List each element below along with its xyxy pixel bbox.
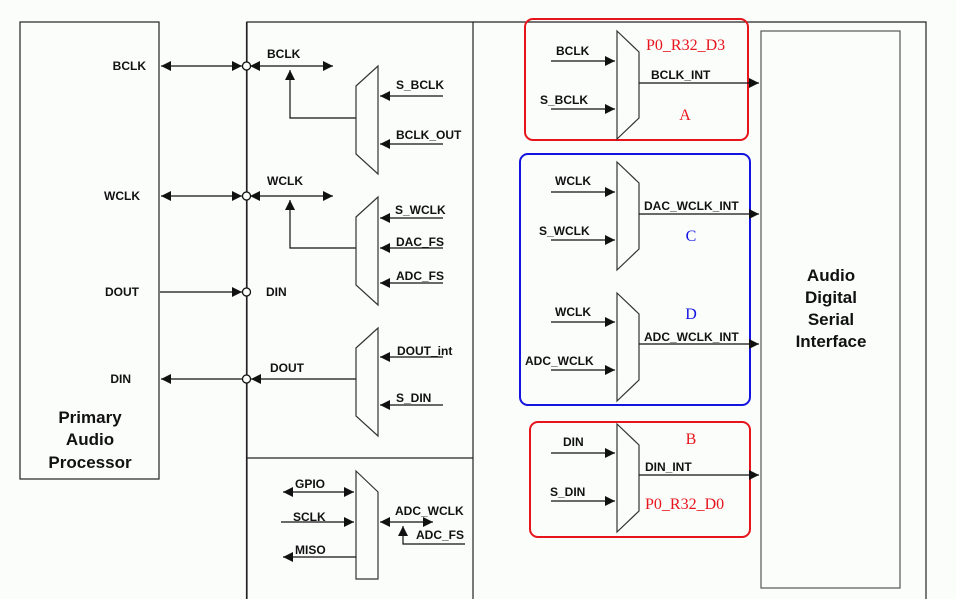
bclk-connection: BCLK S_BCLK BCLK_OUT [161,47,462,176]
pin-bclk-label: BCLK [113,59,147,73]
adsi-box [760,30,901,589]
group-d-input-1: WCLK [555,305,591,319]
dout-mux [355,326,379,438]
group-b-input-1: DIN [563,435,584,449]
pin-wclk-label: WCLK [104,189,140,203]
s-din-label: S_DIN [396,391,431,405]
bclk-mux [355,64,379,176]
bus-din-label: DIN [266,285,287,299]
group-b-output: DIN_INT [645,460,692,474]
dac-fs-label: DAC_FS [396,235,444,249]
group-b-id: B [686,431,697,448]
gpio-mux [355,469,379,580]
group-d-output: ADC_WCLK_INT [644,330,739,344]
group-b-mux [616,422,640,534]
group-b: DIN S_DIN DIN_INT B P0_R32_D0 [529,421,759,538]
gpio-mux-block: GPIO SCLK MISO ADC_WCLK ADC_FS [281,469,465,580]
dout-int-label: DOUT_int [397,344,452,358]
adsi-title-line1: Audio [807,266,855,285]
group-a-input-1: BCLK [556,44,590,58]
group-d-input-2: ADC_WCLK [525,354,594,368]
bus-bclk-label: BCLK [267,47,301,61]
group-d-mux [616,291,640,403]
group-b-input-2: S_DIN [550,485,585,499]
pin-din-label: DIN [110,372,131,386]
group-a-border [524,18,749,141]
group-cd-border [519,153,751,406]
s-bclk-label: S_BCLK [396,78,444,92]
s-wclk-label: S_WCLK [395,203,446,217]
group-cd: WCLK S_WCLK DAC_WCLK_INT C WCLK ADC_WCLK… [519,153,759,406]
adsi-title-line2: Digital [805,288,857,307]
group-a: BCLK S_BCLK BCLK_INT P0_R32_D3 A [524,18,759,141]
audio-digital-serial-interface: Audio Digital Serial Interface [760,30,901,589]
group-a-output: BCLK_INT [651,68,711,82]
group-c-output: DAC_WCLK_INT [644,199,739,213]
din-connection: DIN [160,285,287,299]
group-b-register-label: P0_R32_D0 [645,496,724,513]
adsi-title-line3: Serial [808,310,854,329]
bus-wclk-label: WCLK [267,174,303,188]
group-c-mux [616,160,640,272]
group-c-input-1: WCLK [555,174,591,188]
adc-fs-gpio-label: ADC_FS [416,528,464,542]
group-c-id: C [686,228,697,245]
group-c-input-2: S_WCLK [539,224,590,238]
dout-connection: DOUT DOUT_int S_DIN [161,326,452,438]
group-a-input-2: S_BCLK [540,93,588,107]
group-a-register-label: P0_R32_D3 [646,37,725,54]
group-a-mux [616,29,640,141]
adc-wclk-label: ADC_WCLK [395,504,464,518]
bclk-out-label: BCLK_OUT [396,128,462,142]
processor-title-line1: Primary [58,408,122,427]
group-d-id: D [685,306,697,323]
adc-fs-label: ADC_FS [396,269,444,283]
wclk-connection: WCLK S_WCLK DAC_FS ADC_FS [161,174,446,307]
sclk-label: SCLK [293,510,326,524]
adsi-title-line4: Interface [796,332,867,351]
primary-processor-box [19,21,160,480]
gpio-label: GPIO [295,477,325,491]
wclk-mux [355,195,379,307]
processor-title-line3: Processor [48,453,132,472]
processor-title-line2: Audio [66,430,114,449]
pin-dout-label: DOUT [105,285,140,299]
primary-audio-processor: BCLK WCLK DOUT DIN Primary Audio Process… [19,21,160,480]
group-a-id: A [679,107,691,124]
bus-dout-label: DOUT [270,361,305,375]
miso-label: MISO [295,543,326,557]
